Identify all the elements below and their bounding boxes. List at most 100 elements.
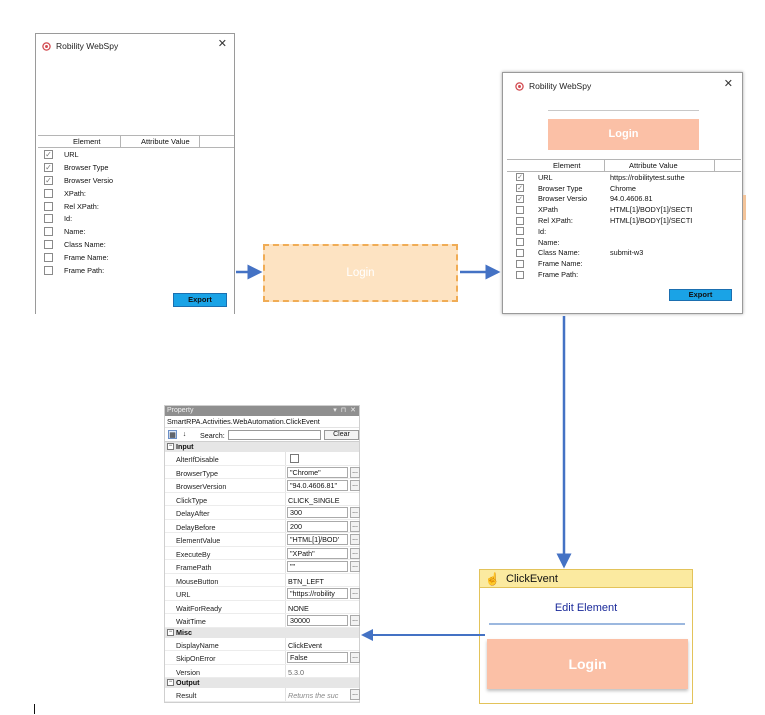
row-checkbox[interactable]: ✓ [44, 149, 53, 159]
column-header-attribute-value: Attribute Value [629, 161, 678, 170]
grid-row[interactable]: Class Name:submit-w3 [507, 248, 741, 259]
ellipsis-button[interactable]: ... [350, 466, 360, 478]
row-checkbox[interactable] [44, 253, 53, 263]
row-checkbox[interactable] [516, 238, 524, 247]
background-window-edge [743, 195, 746, 220]
property-value[interactable]: 300 [287, 507, 348, 518]
row-checkbox[interactable] [516, 205, 524, 214]
grid-row[interactable]: Frame Path: [38, 264, 234, 277]
property-row: ExecuteBy"XPath"... [165, 546, 360, 560]
property-value[interactable]: "" [287, 561, 348, 572]
ellipsis-button[interactable]: ... [350, 689, 360, 700]
property-value[interactable]: "Chrome" [287, 466, 348, 478]
column-header-element: Element [73, 137, 101, 146]
panel-controls-icon[interactable]: ▾ ⊓ ✕ [333, 407, 357, 414]
row-checkbox[interactable] [516, 227, 524, 236]
edit-element-link[interactable]: Edit Element [554, 602, 618, 614]
property-value[interactable]: "HTML[1]/BOD' [287, 534, 348, 545]
ellipsis-button[interactable]: ... [350, 652, 360, 663]
row-checkbox[interactable] [516, 216, 524, 225]
grid-row[interactable]: Rel XPath: [38, 200, 234, 213]
row-checkbox[interactable] [516, 270, 524, 279]
ellipsis-button[interactable]: ... [350, 507, 360, 518]
row-checkbox[interactable] [44, 214, 53, 224]
row-checkbox[interactable]: ✓ [516, 194, 524, 203]
row-checkbox[interactable] [44, 188, 53, 198]
section-label: Output [176, 678, 200, 687]
property-value[interactable]: 200 [287, 520, 348, 532]
grid-row[interactable]: Name: [38, 225, 234, 238]
close-icon[interactable]: ✕ [217, 38, 227, 50]
property-row: AlterIfDisable [165, 452, 359, 466]
property-row: MouseButton BTN_LEFT [165, 573, 359, 587]
grid-row[interactable]: ✓Browser Type [38, 161, 234, 174]
grid-row[interactable]: Frame Name: [38, 251, 234, 264]
grid-row[interactable]: Frame Name: [507, 258, 741, 269]
row-checkbox[interactable]: ✓ [44, 162, 53, 172]
row-checkbox[interactable] [44, 240, 53, 250]
grid-row[interactable]: Class Name: [38, 238, 234, 251]
collapse-icon[interactable]: − [167, 443, 174, 450]
ellipsis-button[interactable]: ... [350, 561, 360, 572]
section-output[interactable]: −Output [165, 678, 359, 688]
grid-row[interactable]: Id: [507, 226, 741, 237]
property-name: BrowserType [176, 468, 218, 478]
grid-row[interactable]: Frame Path: [507, 269, 741, 280]
grid-row[interactable]: ✓Browser Versio [38, 174, 234, 187]
export-button[interactable]: Export [173, 293, 227, 307]
collapse-icon[interactable]: − [167, 628, 174, 636]
ellipsis-button[interactable]: ... [350, 480, 360, 491]
ellipsis-button[interactable]: ... [350, 615, 360, 626]
property-value[interactable]: "XPath" [287, 547, 348, 559]
sort-alphabetical-icon[interactable]: ↓ [182, 431, 187, 438]
grid-row[interactable]: Rel XPath:HTML[1]/BODY[1]/SECTI [507, 215, 741, 226]
property-value: BTN_LEFT [288, 576, 324, 586]
close-icon[interactable]: ✕ [723, 78, 733, 90]
export-button[interactable]: Export [669, 289, 732, 301]
ellipsis-button[interactable]: ... [350, 588, 360, 599]
click-event-activity[interactable]: ☝ ClickEvent Edit Element Login [479, 569, 693, 704]
webspy-title: Robility WebSpy [56, 41, 119, 51]
row-checkbox[interactable] [44, 227, 53, 237]
grid-row[interactable]: Name: [507, 237, 741, 248]
grid-row[interactable]: Id: [38, 212, 234, 225]
section-misc[interactable]: −Misc [165, 627, 359, 638]
collapse-icon[interactable]: − [167, 679, 174, 686]
grid-row[interactable]: ✓URL [38, 148, 234, 161]
property-name: MouseButton [176, 576, 219, 586]
row-checkbox[interactable] [516, 248, 524, 257]
element-name: URL [538, 172, 553, 182]
section-input[interactable]: −Input [165, 442, 359, 452]
property-row: URL"https://robility... [165, 587, 360, 601]
property-checkbox[interactable] [290, 454, 299, 463]
categorized-view-icon[interactable]: ▦ [168, 430, 177, 439]
login-preview-image: Login [487, 639, 688, 689]
grid-row[interactable]: XPath: [38, 187, 234, 200]
property-name: DelayAfter [176, 509, 210, 518]
property-value[interactable]: 30000 [287, 615, 348, 626]
property-value[interactable]: False [287, 652, 348, 663]
ellipsis-button[interactable]: ... [350, 534, 360, 545]
section-label: Misc [176, 627, 192, 637]
search-input[interactable] [228, 430, 321, 440]
property-value[interactable]: "https://robility [287, 588, 348, 599]
clear-button[interactable]: Clear [324, 430, 359, 440]
row-checkbox[interactable] [516, 259, 524, 268]
row-checkbox[interactable] [44, 201, 53, 211]
row-checkbox[interactable]: ✓ [44, 175, 53, 185]
ellipsis-button[interactable]: ... [350, 547, 360, 559]
row-checkbox[interactable] [44, 265, 53, 275]
row-checkbox[interactable]: ✓ [516, 184, 524, 193]
property-value[interactable]: Returns the suc [288, 691, 339, 700]
activity-title: ClickEvent [506, 573, 558, 585]
ellipsis-button[interactable]: ... [350, 520, 360, 532]
property-value[interactable]: "94.0.4606.81" [287, 480, 348, 491]
row-checkbox[interactable]: ✓ [516, 173, 524, 182]
